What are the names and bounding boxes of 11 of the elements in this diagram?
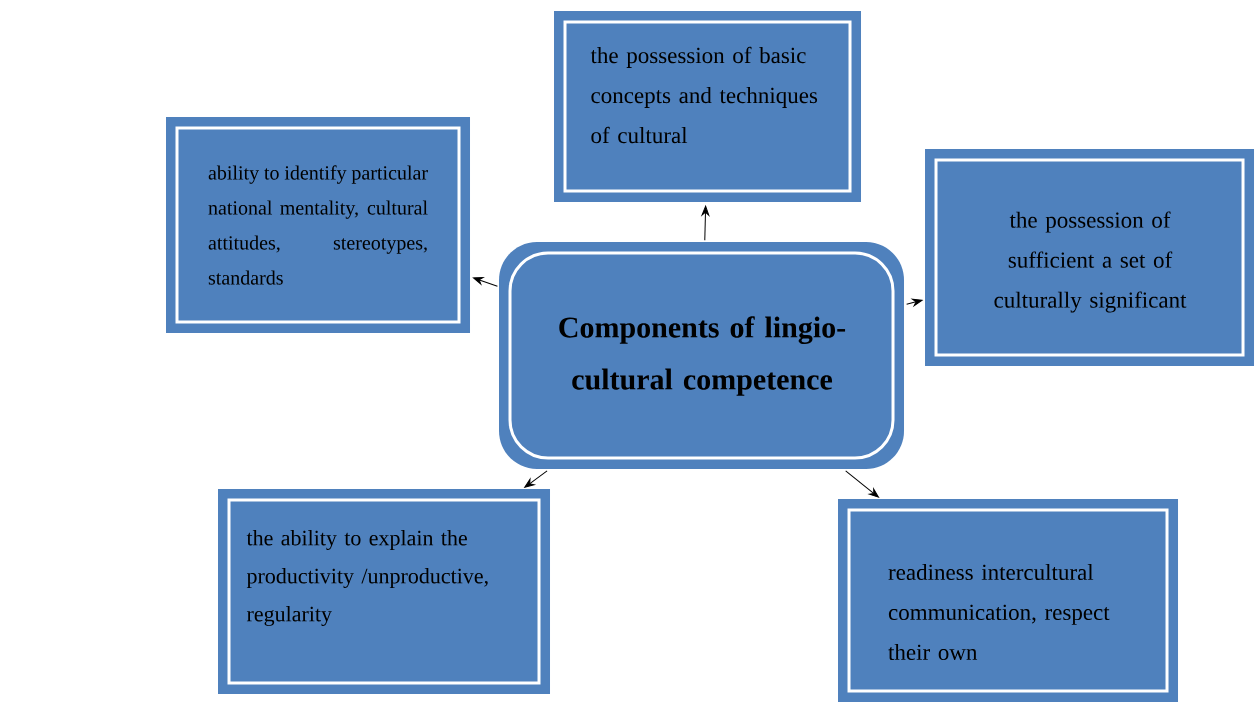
component-box: ability to identify particular national mentality, cultural attitudes, stereotypes, standards xyxy=(166,117,470,333)
central-box: Components of lingio-cultural competence xyxy=(499,242,904,469)
component-box: the possession of basic concepts and techniques of cultural xyxy=(554,11,861,202)
arrow xyxy=(906,298,923,307)
arrow xyxy=(845,470,880,498)
arrow xyxy=(701,205,710,241)
arrow xyxy=(472,277,498,287)
component-box: readiness intercultural communication, respect their own xyxy=(838,499,1178,702)
arrow xyxy=(524,470,548,488)
component-box: the ability to explain the productivity /unproductive, regularity xyxy=(218,489,550,694)
component-box: the possession of sufficient a set of culturally significant xyxy=(925,149,1254,366)
